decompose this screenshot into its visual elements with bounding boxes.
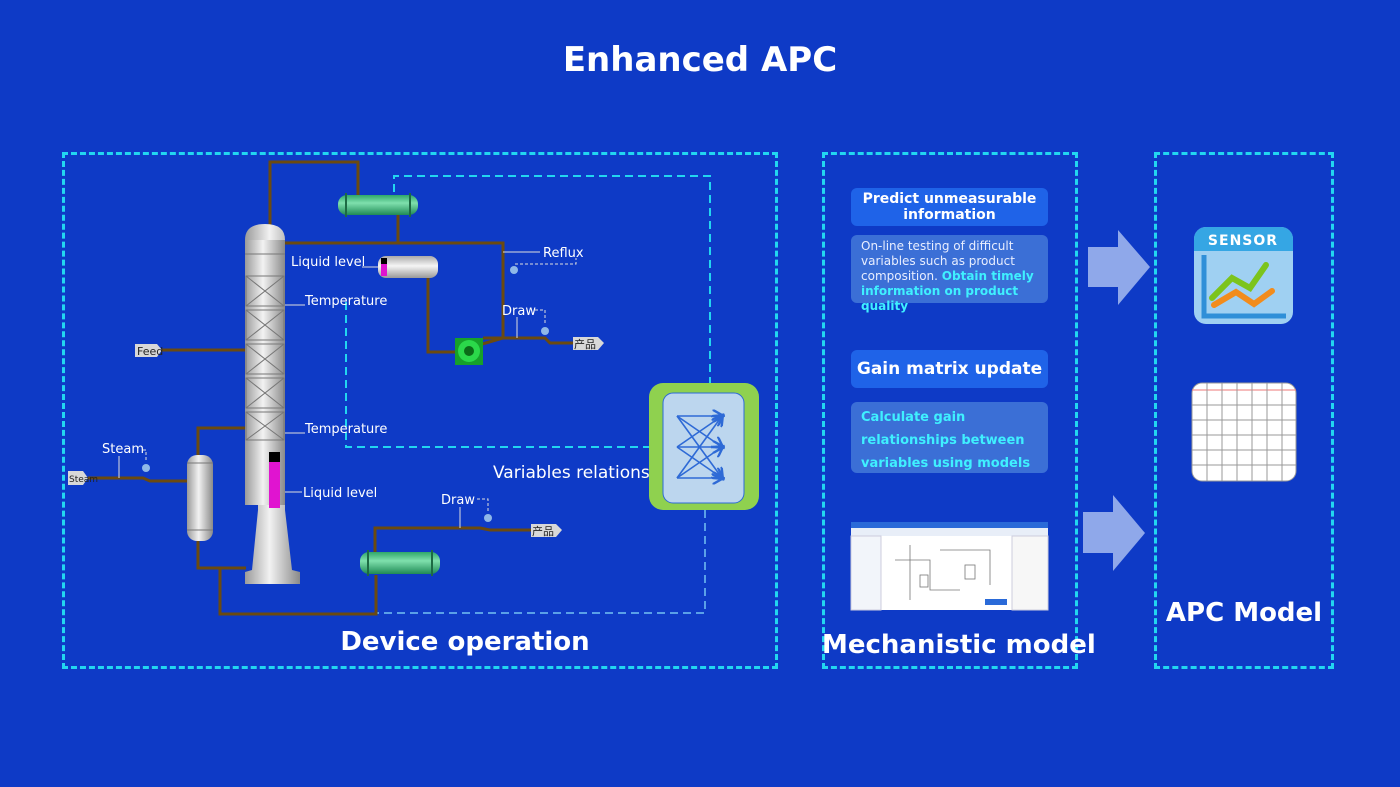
variables-relations-icon (649, 383, 759, 510)
steam-tag-label: Steam (69, 475, 98, 485)
reflux-label: Reflux (543, 246, 584, 261)
reboiler (187, 455, 213, 541)
predict-unmeasurable-header: Predict unmeasurable information (851, 188, 1048, 226)
pipes (88, 160, 573, 616)
device-operation-panel (62, 152, 778, 669)
product-tag-bottom-label: 产品 (532, 524, 554, 538)
arrow-right-icon (1088, 230, 1150, 305)
condenser (338, 193, 418, 217)
gain-matrix-header: Gain matrix update (851, 350, 1048, 388)
draw-top-label: Draw (502, 304, 536, 319)
device-operation-label: Device operation (340, 627, 590, 657)
sensor-icon-text: SENSOR (1208, 233, 1278, 249)
gain-matrix-icon (1191, 382, 1297, 482)
product-tag-bottom (531, 524, 562, 537)
description-text: On-line testing of difficult variables s… (861, 239, 1015, 283)
liquid-level-bottom-label: Liquid level (303, 486, 377, 501)
mechanistic-model-label: Mechanistic model (822, 630, 1096, 660)
page-title: Enhanced APC (562, 40, 838, 80)
sensor-icon: SENSOR (1194, 227, 1293, 324)
draw-bottom-label: Draw (441, 493, 475, 508)
column-level-bar (269, 452, 280, 508)
product-tag-top-label: 产品 (574, 337, 596, 351)
liquid-level-top-label: Liquid level (291, 255, 365, 270)
pump-icon (455, 338, 483, 365)
description-highlight: Obtain timely information on product qua… (861, 269, 1034, 313)
temperature-top-label: Temperature (304, 294, 387, 309)
signal-lines (345, 175, 711, 448)
steam-label: Steam (102, 442, 144, 457)
bottom-heat-exchanger (360, 550, 440, 576)
description-highlight: Calculate gain relationships between var… (861, 410, 1031, 471)
variables-relations-label: Variables relations (493, 463, 650, 483)
predict-unmeasurable-description: On-line testing of difficult variables s… (851, 235, 1048, 313)
valve-icons (142, 266, 549, 522)
temperature-bottom-label: Temperature (304, 422, 387, 437)
steam-tag (68, 471, 88, 485)
mechanistic-model-panel (822, 152, 1078, 669)
feed-tag (135, 344, 162, 357)
apc-model-panel (1154, 152, 1334, 669)
mechanistic-model-screenshot (850, 522, 1049, 611)
arrow-right-icon (1083, 495, 1145, 571)
gain-matrix-description: Calculate gain relationships between var… (851, 402, 1048, 473)
product-tag-top (573, 337, 604, 350)
distillation-column (245, 224, 300, 584)
reflux-drum (378, 256, 438, 278)
feed-tag-label: Feed (137, 345, 163, 358)
apc-model-label: APC Model (1165, 598, 1323, 628)
